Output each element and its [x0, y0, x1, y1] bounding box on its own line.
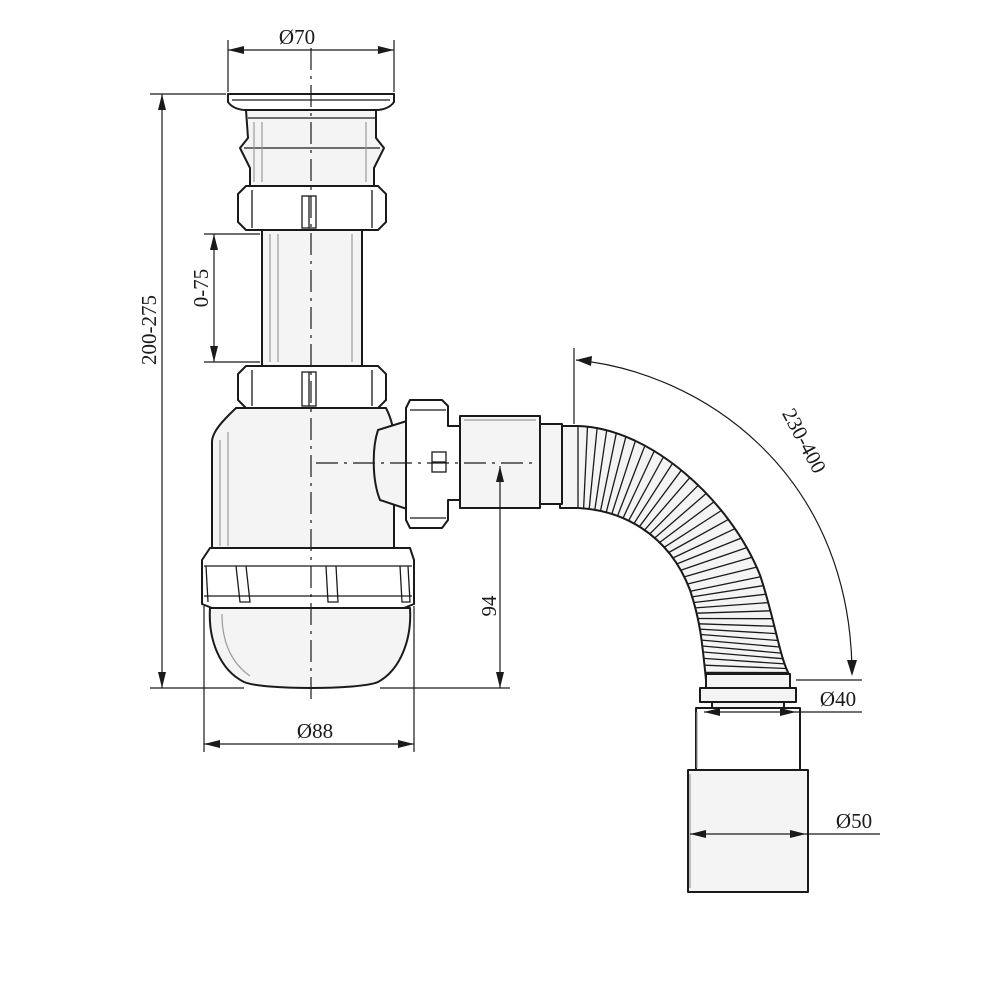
- hose-rib: [703, 657, 785, 665]
- hose-rib: [703, 651, 783, 660]
- hose-rib: [696, 610, 771, 614]
- top-tube: [239, 109, 385, 187]
- side-nut: [405, 399, 461, 529]
- hose-rib: [699, 628, 777, 635]
- hose-rib: [638, 469, 682, 528]
- hose-rib: [644, 477, 691, 531]
- hose-diameter-label: Ø40: [820, 687, 856, 711]
- hose-rib: [676, 537, 742, 565]
- dim-top-diameter: Ø70: [227, 25, 395, 92]
- dim-outlet-height: 94: [380, 466, 510, 689]
- bottle-diameter-label: Ø88: [297, 719, 333, 743]
- hose-rib: [599, 433, 617, 512]
- hose-rib: [698, 623, 775, 627]
- hose-rib: [704, 664, 787, 670]
- hose-rib: [594, 430, 608, 510]
- hose-rib: [654, 492, 707, 539]
- hose-rib: [616, 445, 646, 517]
- upper-nut: [237, 185, 387, 231]
- outlet-height-label: 94: [477, 595, 501, 617]
- outlet-reducer: [687, 673, 809, 893]
- hose-rib: [690, 576, 761, 592]
- hose-rib: [582, 426, 589, 509]
- top-diameter-label: Ø70: [279, 25, 315, 49]
- hose-rib: [700, 633, 778, 642]
- hose-rib: [659, 501, 715, 544]
- hose-rib: [611, 440, 637, 515]
- dim-outlet-diameter: Ø50: [690, 809, 880, 838]
- hose-length-label: 230-400: [777, 404, 831, 477]
- hose-rib: [680, 546, 748, 571]
- total-height-label: 200-275: [137, 295, 161, 365]
- bottle-cap: [201, 547, 415, 609]
- hose-rib: [692, 584, 764, 598]
- side-outlet-tube: [459, 415, 563, 509]
- hose-rib: [633, 463, 674, 524]
- hose-rib: [668, 518, 729, 554]
- hose-rib: [649, 484, 699, 535]
- hose-rib: [687, 566, 757, 585]
- hose-rib: [605, 436, 627, 513]
- dim-total-height: 200-275: [137, 93, 244, 689]
- dim-hose-diameter: Ø40: [704, 687, 862, 716]
- hose-rib: [695, 601, 769, 609]
- hose-rib: [588, 428, 598, 510]
- corrugated-hose: [559, 425, 791, 681]
- hose-rib: [622, 450, 655, 519]
- outlet-diameter-label: Ø50: [836, 809, 872, 833]
- trap-body: [211, 407, 411, 549]
- dim-adjust-range: 0-75: [189, 233, 260, 363]
- hose-rib: [684, 556, 753, 578]
- hose-rib: [672, 528, 736, 559]
- hose-rib: [628, 456, 664, 522]
- hose-rib: [701, 639, 780, 648]
- adjust-range-label: 0-75: [189, 269, 213, 308]
- bottle-bottom: [208, 607, 412, 689]
- hose-rib: [702, 645, 782, 654]
- hose-rib: [693, 593, 766, 604]
- lower-nut: [237, 365, 387, 409]
- extension-tube: [261, 229, 363, 367]
- dim-bottle-diameter: Ø88: [203, 606, 415, 752]
- hose-rib: [663, 509, 722, 548]
